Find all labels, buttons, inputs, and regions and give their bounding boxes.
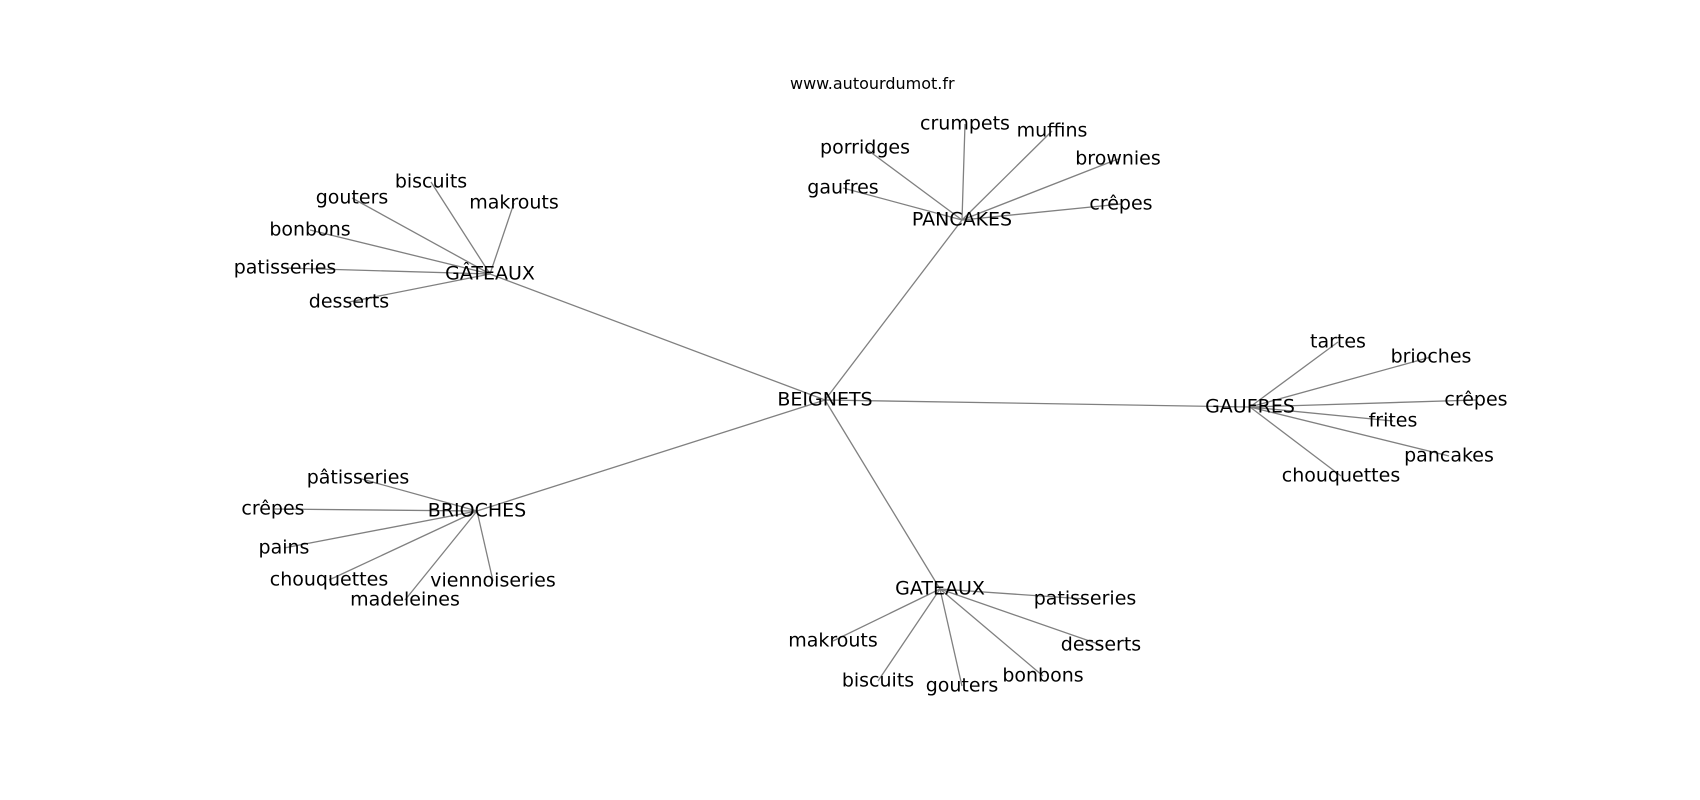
leaf-node[interactable]: desserts bbox=[309, 291, 389, 313]
leaf-node[interactable]: pancakes bbox=[1404, 445, 1494, 467]
edges bbox=[272, 123, 1477, 687]
leaf-node[interactable]: pains bbox=[259, 537, 310, 559]
hub-node[interactable]: GÂTEAUX bbox=[445, 262, 535, 285]
edge bbox=[961, 130, 1053, 221]
edge bbox=[1249, 406, 1450, 457]
edge bbox=[489, 273, 826, 401]
edge bbox=[357, 477, 478, 512]
source-label: www.autourdumot.fr bbox=[790, 74, 955, 93]
edge bbox=[1249, 356, 1432, 408]
leaf-node[interactable]: brownies bbox=[1075, 148, 1161, 170]
edge bbox=[476, 399, 826, 512]
edge bbox=[404, 510, 478, 601]
leaf-node[interactable]: chouquettes bbox=[1282, 465, 1400, 487]
hub-node[interactable]: GATEAUX bbox=[895, 578, 985, 600]
edge bbox=[1249, 341, 1339, 408]
leaf-node[interactable]: makrouts bbox=[469, 192, 559, 214]
leaf-node[interactable]: viennoiseries bbox=[430, 570, 555, 592]
edge bbox=[284, 267, 491, 275]
leaf-node[interactable]: brioches bbox=[1391, 346, 1472, 368]
edge bbox=[328, 510, 478, 581]
nodes: BEIGNETS GÂTEAUX biscuits gouters makrouts bo… bbox=[234, 113, 1508, 697]
leaf-node[interactable]: gaufres bbox=[807, 177, 878, 199]
leaf-node[interactable]: bonbons bbox=[1002, 665, 1083, 687]
edge bbox=[961, 203, 1122, 221]
leaf-node[interactable]: biscuits bbox=[842, 670, 914, 692]
edge bbox=[430, 181, 491, 275]
edge bbox=[939, 588, 1044, 677]
leaf-node[interactable]: crêpes bbox=[1089, 193, 1152, 215]
leaf-node[interactable]: biscuits bbox=[395, 171, 467, 193]
leaf-node[interactable]: makrouts bbox=[788, 630, 878, 652]
edge bbox=[824, 399, 1251, 408]
leaf-node[interactable]: tartes bbox=[1310, 331, 1366, 353]
edge bbox=[961, 123, 966, 221]
edge bbox=[489, 202, 515, 275]
edge bbox=[864, 147, 963, 221]
leaf-node[interactable]: porridges bbox=[820, 137, 910, 159]
edge bbox=[961, 158, 1119, 221]
leaf-node[interactable]: crumpets bbox=[920, 113, 1010, 135]
edge bbox=[272, 508, 478, 512]
leaf-node[interactable]: crêpes bbox=[1444, 389, 1507, 411]
edge bbox=[939, 588, 1086, 600]
leaf-node[interactable]: bonbons bbox=[269, 219, 350, 241]
leaf-node[interactable]: gouters bbox=[316, 187, 389, 209]
edge bbox=[939, 588, 1102, 646]
leaf-node[interactable]: desserts bbox=[1061, 634, 1141, 656]
edge bbox=[1249, 406, 1394, 422]
edge bbox=[832, 588, 941, 642]
hub-node[interactable]: PANCAKES bbox=[912, 209, 1012, 231]
root-node[interactable]: BEIGNETS bbox=[777, 389, 872, 411]
leaf-node[interactable]: gouters bbox=[926, 675, 999, 697]
edge bbox=[283, 510, 478, 549]
edge bbox=[824, 399, 941, 590]
leaf-node[interactable]: chouquettes bbox=[270, 569, 388, 591]
edge bbox=[476, 510, 494, 582]
edge bbox=[1249, 406, 1342, 477]
hub-node[interactable]: BRIOCHES bbox=[428, 500, 526, 522]
leaf-node[interactable]: patisseries bbox=[1034, 588, 1137, 610]
edge bbox=[824, 219, 963, 401]
leaf-node[interactable]: muffins bbox=[1017, 120, 1088, 142]
leaf-node[interactable]: patisseries bbox=[234, 257, 337, 279]
leaf-node[interactable]: crêpes bbox=[241, 498, 304, 520]
leaf-node[interactable]: pâtisseries bbox=[307, 467, 410, 489]
hub-node[interactable]: GAUFRES bbox=[1205, 396, 1295, 418]
leaf-node[interactable]: frites bbox=[1369, 410, 1418, 432]
edge bbox=[1249, 399, 1477, 408]
edge bbox=[348, 273, 491, 303]
edge bbox=[351, 197, 491, 275]
leaf-node[interactable]: madeleines bbox=[350, 589, 460, 611]
edge bbox=[309, 229, 491, 275]
edge bbox=[877, 588, 941, 682]
edge bbox=[939, 588, 963, 687]
edge bbox=[842, 187, 963, 221]
